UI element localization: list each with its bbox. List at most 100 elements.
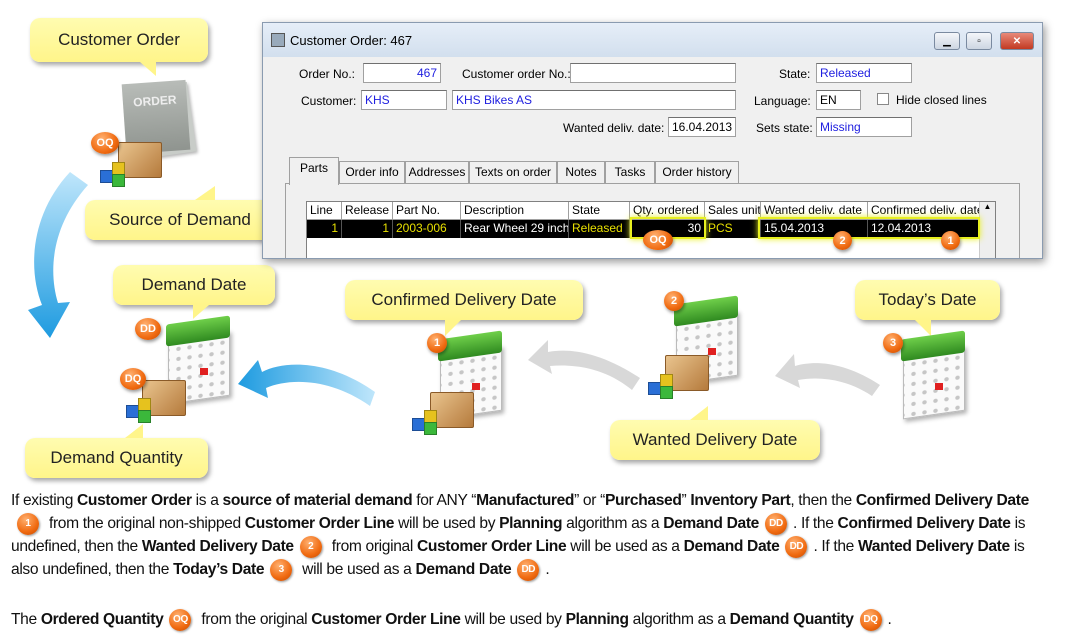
- column-header[interactable]: Wanted deliv. date: [761, 202, 868, 220]
- tab-order-history[interactable]: Order history: [655, 161, 739, 183]
- text-segment: . If the: [793, 515, 838, 532]
- column-header[interactable]: Line: [307, 202, 342, 220]
- callout-todays-date: Today’s Date: [855, 280, 1000, 336]
- bold-term: Planning: [499, 515, 563, 532]
- table-cell: Released: [569, 220, 630, 238]
- calendar-icon: [160, 315, 232, 405]
- text-segment: will be used as a: [566, 538, 684, 555]
- badge-dq: DQ: [120, 368, 146, 390]
- badge-1: 1: [427, 333, 447, 353]
- table-cell: 1: [342, 220, 393, 238]
- tab-addresses[interactable]: Addresses: [405, 161, 469, 183]
- close-button[interactable]: ✕: [1000, 32, 1034, 50]
- bold-term: Demand Date: [683, 538, 780, 555]
- text-segment: from the original: [197, 611, 312, 628]
- text-segment: will be used by: [394, 515, 500, 532]
- text-segment: for ANY “: [412, 492, 477, 509]
- callout-confirmed-delivery-date: Confirmed Delivery Date: [345, 280, 583, 336]
- customer-id-field[interactable]: KHS: [361, 90, 447, 110]
- bold-term: Customer Order Line: [311, 611, 461, 628]
- text-segment: .: [545, 561, 550, 578]
- sets-state-field[interactable]: Missing: [816, 117, 912, 137]
- tab-tasks[interactable]: Tasks: [605, 161, 655, 183]
- text-segment: ” or “: [574, 492, 605, 509]
- table-scrollbar[interactable]: ▲: [979, 202, 995, 258]
- column-header[interactable]: Description: [461, 202, 569, 220]
- text-segment: .: [887, 611, 892, 628]
- text-segment: ”: [681, 492, 691, 509]
- hide-closed-lines-label: Hide closed lines: [896, 93, 987, 107]
- bold-term: Wanted Delivery Date: [141, 538, 294, 555]
- text-segment: will be used as a: [298, 561, 416, 578]
- wanted-date-field[interactable]: 16.04.2013: [668, 117, 736, 137]
- bold-term: Customer Order: [77, 492, 192, 509]
- customer-label: Customer:: [301, 94, 357, 108]
- text-segment: from the original non-shipped: [45, 515, 245, 532]
- bold-term: Today’s Date: [173, 561, 265, 578]
- text-segment: will be used by: [460, 611, 566, 628]
- explanation-paragraph: If existing Customer Order is a source o…: [11, 489, 1051, 581]
- cube-icon: [424, 422, 437, 435]
- badge-3: 3: [883, 333, 903, 353]
- language-label: Language:: [754, 94, 811, 108]
- badge-3: 3: [270, 558, 293, 581]
- column-header[interactable]: State: [569, 202, 630, 220]
- calendar-icon: [432, 330, 504, 420]
- order-no-field[interactable]: 467: [363, 63, 441, 83]
- badge-oq: OQ: [169, 608, 192, 631]
- table-cell: 15.04.2013: [761, 220, 868, 238]
- arrow-wanted-to-confirmed: [528, 340, 640, 390]
- tab-parts[interactable]: Parts: [289, 157, 339, 185]
- customer-order-no-field[interactable]: [570, 63, 736, 83]
- callout-customer-order: Customer Order: [30, 18, 208, 76]
- tab-texts-on-order[interactable]: Texts on order: [469, 161, 557, 183]
- cube-icon: [138, 410, 151, 423]
- customer-name-field[interactable]: KHS Bikes AS: [452, 90, 736, 110]
- text-segment: algorithm as a: [562, 515, 664, 532]
- badge-dq: DQ: [859, 608, 882, 631]
- bold-term: Demand Quantity: [729, 611, 854, 628]
- column-header[interactable]: Sales unit: [705, 202, 761, 220]
- text-segment: is also undefined, then the: [11, 538, 1025, 578]
- callout-text: Wanted Delivery Date: [632, 430, 798, 449]
- text-segment: is undefined, then the: [11, 515, 1026, 555]
- callout-demand-quantity: Demand Quantity: [25, 424, 208, 478]
- callout-demand-date: Demand Date: [113, 265, 275, 319]
- hide-closed-lines-checkbox[interactable]: [877, 93, 889, 105]
- arrow-confirmed-to-demand: [238, 360, 375, 406]
- minimize-button[interactable]: ▁: [934, 32, 960, 50]
- tab-notes[interactable]: Notes: [557, 161, 605, 183]
- tab-order-info[interactable]: Order info: [339, 161, 405, 183]
- customer-order-no-label: Customer order No.:: [462, 67, 571, 81]
- arrow-today-to-wanted: [775, 354, 880, 396]
- bold-term: Manufactured: [476, 492, 575, 509]
- calendar-icon: [895, 330, 967, 420]
- arrow-order-to-demand: [28, 172, 88, 338]
- column-header[interactable]: Qty. ordered: [630, 202, 705, 220]
- order-no-label: Order No.:: [299, 67, 356, 81]
- callout-wanted-delivery-date: Wanted Delivery Date: [610, 406, 820, 460]
- table-cell: PCS: [705, 220, 761, 238]
- badge-dd: DD: [785, 535, 808, 558]
- text-segment: algorithm as a: [628, 611, 730, 628]
- bold-term: Planning: [565, 611, 629, 628]
- maximize-button[interactable]: ▫: [966, 32, 992, 50]
- column-header[interactable]: Part No.: [393, 202, 461, 220]
- bold-term: Customer Order Line: [416, 538, 567, 555]
- callout-source-of-demand: Source of Demand: [85, 186, 275, 240]
- badge-oq: OQ: [643, 230, 673, 250]
- sets-state-label: Sets state:: [756, 121, 813, 135]
- text-segment: If existing: [11, 492, 78, 509]
- language-field[interactable]: EN: [816, 90, 861, 110]
- app-icon: [271, 33, 285, 47]
- cube-icon: [660, 386, 673, 399]
- text-segment: , then the: [790, 492, 856, 509]
- package-icon: [118, 142, 162, 178]
- bold-term: source of material demand: [222, 492, 413, 509]
- bold-term: Confirmed Delivery Date: [855, 492, 1029, 509]
- bold-term: Demand Date: [415, 561, 512, 578]
- column-header[interactable]: Release: [342, 202, 393, 220]
- state-field[interactable]: Released: [816, 63, 912, 83]
- package-icon: [430, 392, 474, 428]
